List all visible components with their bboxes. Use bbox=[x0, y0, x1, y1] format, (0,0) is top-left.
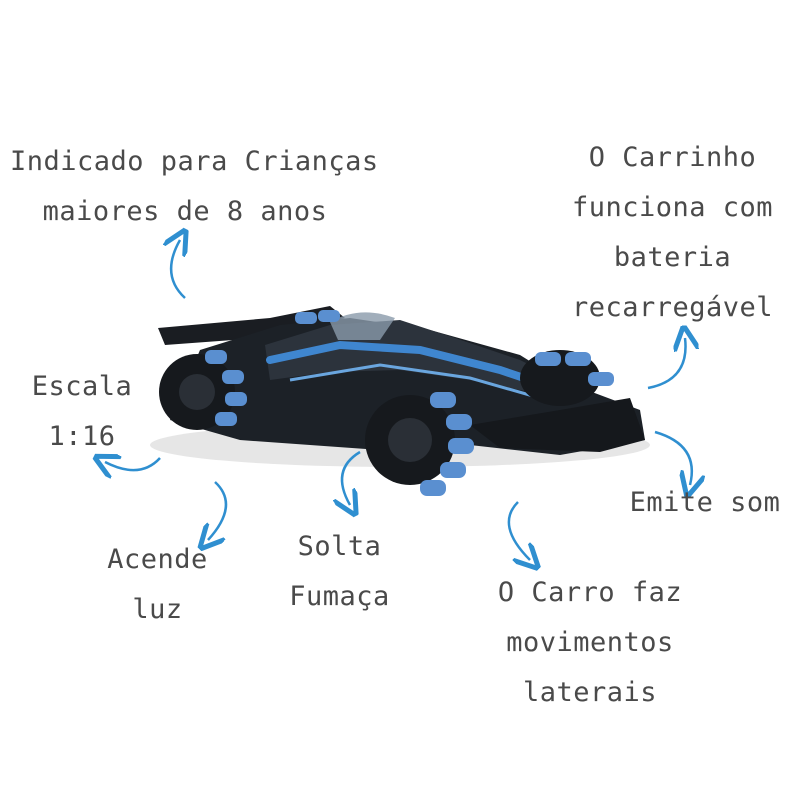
arrow-age bbox=[171, 240, 185, 299]
label-age: Indicado para Crianças maiores de 8 anos bbox=[10, 146, 379, 227]
label-light: Acende luz bbox=[107, 544, 208, 625]
label-lateral: O Carro faz movimentos laterais bbox=[497, 577, 683, 708]
arrow-light bbox=[208, 481, 228, 540]
rc-car-image bbox=[150, 306, 650, 496]
arrow-smoke bbox=[342, 450, 361, 505]
label-sound: Emite som bbox=[629, 487, 781, 518]
label-smoke: Solta Fumaça bbox=[289, 531, 390, 612]
arrow-sound bbox=[654, 430, 692, 485]
arrow-lateral bbox=[507, 501, 530, 560]
label-battery: O Carrinho funciona com bateria recarreg… bbox=[571, 142, 774, 323]
arrow-battery bbox=[647, 338, 686, 390]
label-scale: Escala 1:16 bbox=[31, 371, 133, 452]
arrow-scale bbox=[105, 458, 161, 470]
